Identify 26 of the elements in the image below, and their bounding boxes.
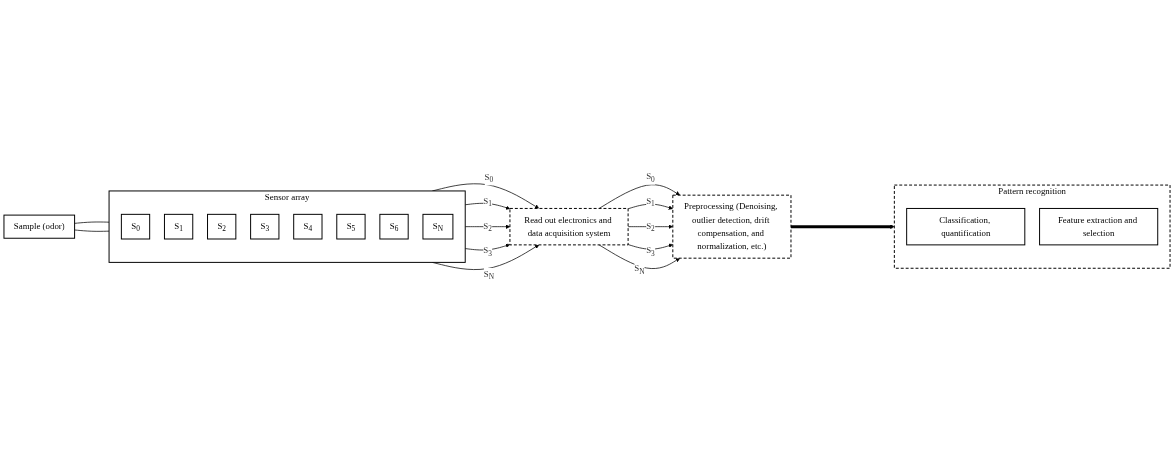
edge-label: S$_{2}$ bbox=[646, 220, 655, 233]
edge-label: S$_{N}$ bbox=[634, 263, 645, 276]
node-box: S$_{2}$ bbox=[207, 214, 237, 240]
node-box: S$_{5}$ bbox=[336, 214, 366, 240]
node-box: Sample (odor) bbox=[3, 214, 76, 239]
connector bbox=[74, 229, 110, 232]
edge-label: S$_{N}$ bbox=[483, 269, 495, 282]
node-box: Classification, quantification bbox=[906, 208, 1026, 246]
node-box: S$_{6}$ bbox=[379, 214, 409, 240]
edge-label: S$_{1}$ bbox=[646, 196, 655, 208]
edge-label: S$_{3}$ bbox=[483, 245, 492, 258]
arrow bbox=[790, 224, 895, 230]
node-box: S$_{N}$ bbox=[422, 214, 454, 240]
node-box: Feature extraction and selection bbox=[1039, 208, 1159, 246]
node-box: S$_{3}$ bbox=[250, 214, 280, 240]
connector bbox=[74, 221, 110, 224]
edge-label: S$_{1}$ bbox=[483, 196, 492, 208]
edge-label: S$_{3}$ bbox=[646, 245, 655, 258]
node-box: S$_{1}$ bbox=[163, 214, 194, 240]
node-box: Preprocessing (Denoising, outlier detection, drift compensation, and normalization, etc.) bbox=[672, 194, 792, 259]
edge-label: S$_{0}$ bbox=[646, 171, 655, 184]
node-box: S$_{0}$ bbox=[120, 214, 151, 240]
edge-label: S$_{0}$ bbox=[484, 172, 494, 185]
edge-label: S$_{2}$ bbox=[483, 220, 492, 233]
node-box: Read out electronics and data acquisition system bbox=[509, 208, 629, 246]
node-box: S$_{4}$ bbox=[293, 214, 323, 240]
